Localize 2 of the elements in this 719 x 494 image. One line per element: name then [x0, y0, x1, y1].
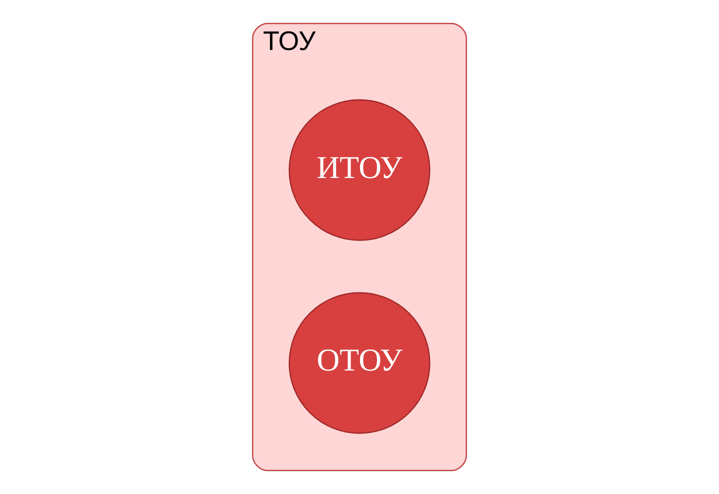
node-circle: ОТОУ — [288, 292, 430, 434]
node-circle: ИТОУ — [288, 99, 430, 241]
